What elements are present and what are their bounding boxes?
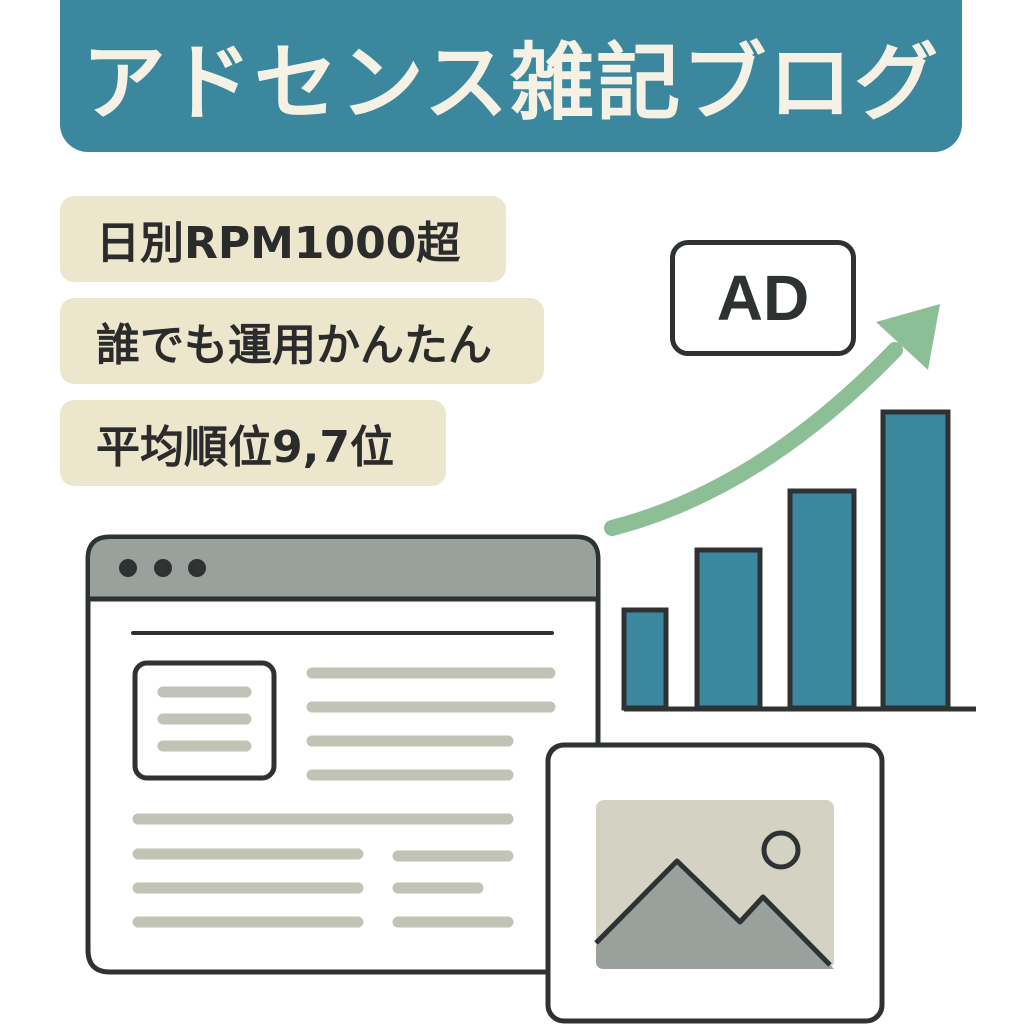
browser-window-icon — [85, 534, 601, 975]
trend-arrow-icon — [604, 304, 940, 536]
ad-label-box: AD — [670, 240, 856, 356]
ad-label: AD — [716, 262, 810, 334]
badge-label: 誰でも運用かんたん — [96, 320, 492, 371]
window-dot-icon — [154, 559, 172, 577]
bar-chart-icon — [621, 409, 976, 712]
banner-title: アドセンス雑記ブログ — [81, 33, 941, 132]
badge-easy: 誰でも運用かんたん — [60, 298, 544, 384]
badge-rank: 平均順位9,7位 — [60, 400, 446, 486]
badge-label: 平均順位9,7位 — [96, 422, 394, 473]
image-placeholder-icon — [545, 742, 885, 1024]
window-dot-icon — [188, 559, 206, 577]
badge-label: 日別RPM1000超 — [96, 218, 461, 269]
title-banner: アドセンス雑記ブログ — [60, 0, 962, 152]
badge-rpm: 日別RPM1000超 — [60, 196, 506, 282]
window-dot-icon — [119, 559, 137, 577]
